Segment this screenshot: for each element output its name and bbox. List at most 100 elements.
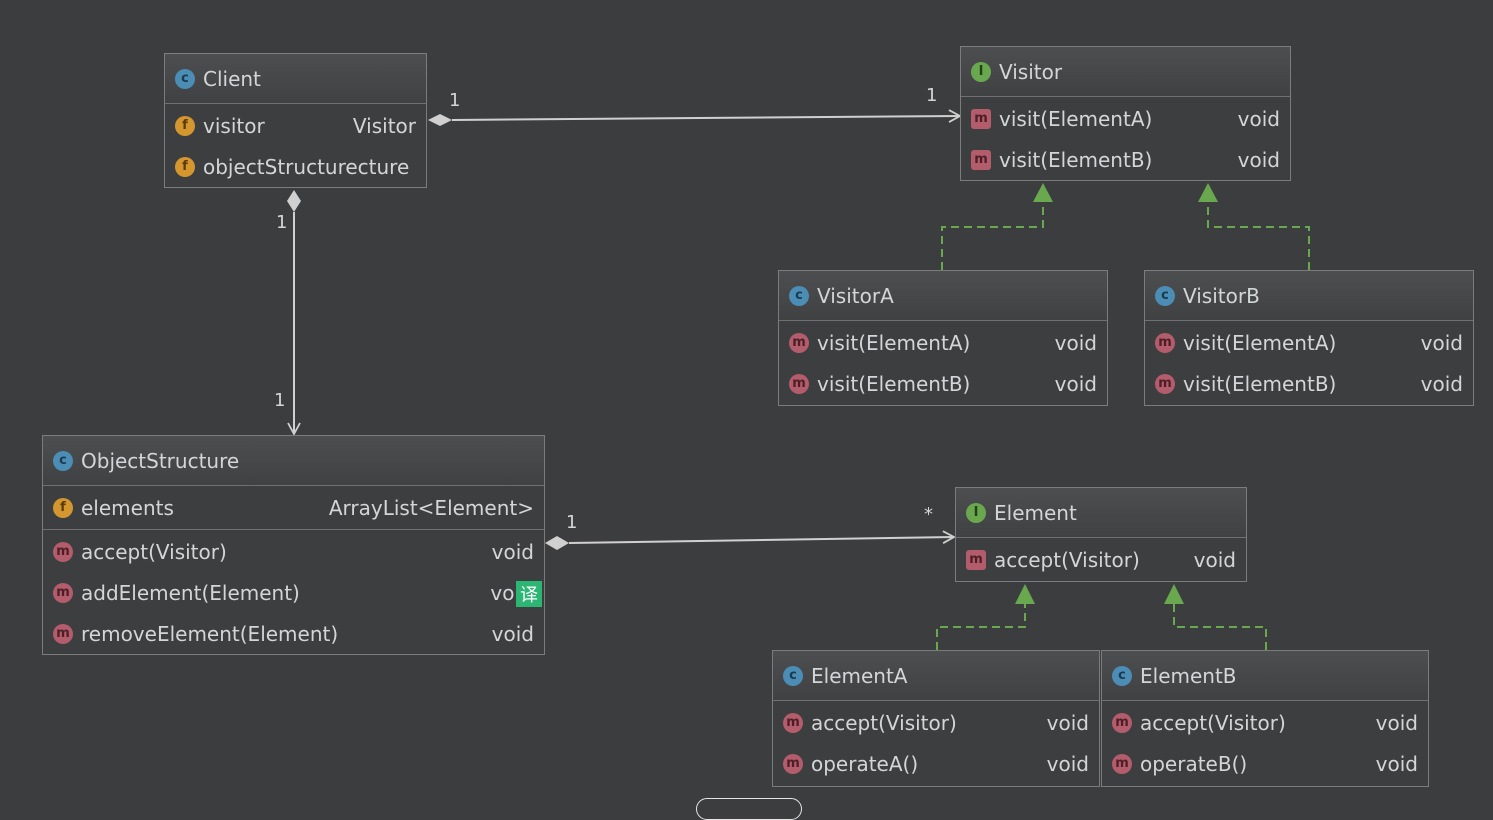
class-elementa[interactable]: c ElementA m accept(Visitor) void m oper…	[772, 650, 1100, 787]
class-name: Client	[203, 66, 261, 91]
method-return-type: void	[1054, 330, 1097, 355]
client-visitor-association	[428, 109, 962, 126]
method-return-type: void	[1420, 371, 1463, 396]
multiplicity-os-element-source: 1	[566, 512, 578, 533]
method-row[interactable]: m visit(ElementB) void	[961, 139, 1290, 180]
method-icon: m	[789, 332, 809, 353]
field-row[interactable]: f visitor Visitor	[165, 105, 426, 146]
method-row[interactable]: m addElement(Element) voi	[43, 572, 544, 613]
method-icon: m	[53, 541, 73, 562]
abstract-method-icon: m	[971, 149, 991, 170]
fields-section: f visitor Visitor f objectStructure ctur…	[165, 104, 426, 188]
class-visitorb[interactable]: c VisitorB m visit(ElementA) void m visi…	[1144, 270, 1474, 406]
interface-element[interactable]: I Element m accept(Visitor) void	[955, 487, 1247, 582]
method-name: visit(ElementA)	[999, 106, 1153, 131]
method-row[interactable]: m accept(Visitor) void	[773, 702, 1099, 743]
abstract-method-icon: m	[966, 549, 986, 570]
method-return-type: void	[1193, 547, 1236, 572]
method-name: accept(Visitor)	[811, 710, 957, 735]
field-row[interactable]: f objectStructure cture	[165, 146, 426, 187]
class-header: I Visitor	[961, 47, 1290, 97]
method-name: removeElement(Element)	[81, 621, 339, 646]
method-icon: m	[789, 373, 809, 394]
class-visitora[interactable]: c VisitorA m visit(ElementA) void m visi…	[778, 270, 1108, 406]
class-name: VisitorA	[817, 283, 894, 308]
method-row[interactable]: m removeElement(Element) void	[43, 613, 544, 654]
method-row[interactable]: m operateB() void	[1102, 743, 1428, 784]
class-icon: c	[1112, 665, 1132, 686]
method-icon: m	[1155, 332, 1175, 353]
class-header: c ElementB	[1102, 651, 1428, 701]
multiplicity-client-visitor-source: 1	[449, 90, 461, 111]
class-header: c ElementA	[773, 651, 1099, 701]
method-return-type: void	[1237, 147, 1280, 172]
method-row[interactable]: m visit(ElementB) void	[779, 363, 1107, 404]
field-type: cture	[357, 154, 410, 179]
class-client[interactable]: c Client f visitor Visitor f objectStruc…	[164, 53, 427, 188]
field-row[interactable]: f elements ArrayList<Element>	[43, 487, 544, 528]
method-row[interactable]: m visit(ElementA) void	[1145, 322, 1473, 363]
method-name: accept(Visitor)	[81, 539, 227, 564]
interface-icon: I	[971, 61, 991, 82]
method-name: addElement(Element)	[81, 580, 300, 605]
class-name: ObjectStructure	[81, 448, 240, 473]
method-name: operateB()	[1140, 751, 1248, 776]
method-icon: m	[1155, 373, 1175, 394]
method-row[interactable]: m visit(ElementB) void	[1145, 363, 1473, 404]
multiplicity-client-visitor-target: 1	[926, 85, 938, 106]
methods-section: m visit(ElementA) void m visit(ElementB)…	[961, 97, 1290, 181]
field-name: visitor	[203, 113, 265, 138]
method-name: operateA()	[811, 751, 919, 776]
method-row[interactable]: m operateA() void	[773, 743, 1099, 784]
method-row[interactable]: m accept(Visitor) void	[956, 539, 1246, 580]
class-name: Element	[994, 500, 1077, 525]
field-name: elements	[81, 495, 174, 520]
method-return-type: void	[1375, 710, 1418, 735]
visitora-realizes-visitor	[941, 183, 1053, 270]
visitorb-realizes-visitor	[1198, 183, 1310, 270]
fields-section: f elements ArrayList<Element>	[43, 486, 544, 530]
class-icon: c	[53, 450, 73, 471]
class-header: I Element	[956, 488, 1246, 538]
field-icon: f	[53, 497, 73, 518]
multiplicity-client-os-target: 1	[274, 390, 286, 411]
method-icon: m	[53, 623, 73, 644]
method-icon: m	[783, 753, 803, 774]
class-icon: c	[789, 285, 809, 306]
elementa-realizes-element	[936, 584, 1035, 650]
method-icon: m	[783, 712, 803, 733]
method-return-type: void	[1420, 330, 1463, 355]
method-name: visit(ElementB)	[817, 371, 971, 396]
translate-badge[interactable]: 译	[516, 581, 542, 607]
field-icon: f	[175, 115, 195, 136]
method-name: accept(Visitor)	[994, 547, 1140, 572]
method-return-type: voi	[490, 580, 520, 605]
objectstructure-element-association	[545, 530, 956, 550]
methods-section: m visit(ElementA) void m visit(ElementB)…	[1145, 321, 1473, 405]
method-row[interactable]: m accept(Visitor) void	[43, 531, 544, 572]
method-row[interactable]: m visit(ElementA) void	[961, 98, 1290, 139]
method-name: visit(ElementA)	[817, 330, 971, 355]
class-objectstructure[interactable]: c ObjectStructure f elements ArrayList<E…	[42, 435, 545, 655]
class-elementb[interactable]: c ElementB m accept(Visitor) void m oper…	[1101, 650, 1429, 787]
method-name: accept(Visitor)	[1140, 710, 1286, 735]
method-name: visit(ElementB)	[999, 147, 1153, 172]
method-icon: m	[1112, 753, 1132, 774]
field-name: objectStructure	[203, 154, 358, 179]
multiplicity-client-os-source: 1	[276, 212, 288, 233]
interface-visitor[interactable]: I Visitor m visit(ElementA) void m visit…	[960, 46, 1291, 181]
method-return-type: void	[1046, 710, 1089, 735]
abstract-method-icon: m	[971, 108, 991, 129]
methods-section: m accept(Visitor) void m operateB() void	[1102, 701, 1428, 785]
class-icon: c	[783, 665, 803, 686]
method-return-type: void	[1375, 751, 1418, 776]
field-type: Visitor	[352, 113, 416, 138]
class-header: c VisitorA	[779, 271, 1107, 321]
bottom-pill-tab[interactable]	[696, 798, 802, 820]
elementb-realizes-element	[1164, 584, 1267, 650]
method-row[interactable]: m visit(ElementA) void	[779, 322, 1107, 363]
method-icon: m	[53, 582, 73, 603]
class-icon: c	[1155, 285, 1175, 306]
method-row[interactable]: m accept(Visitor) void	[1102, 702, 1428, 743]
